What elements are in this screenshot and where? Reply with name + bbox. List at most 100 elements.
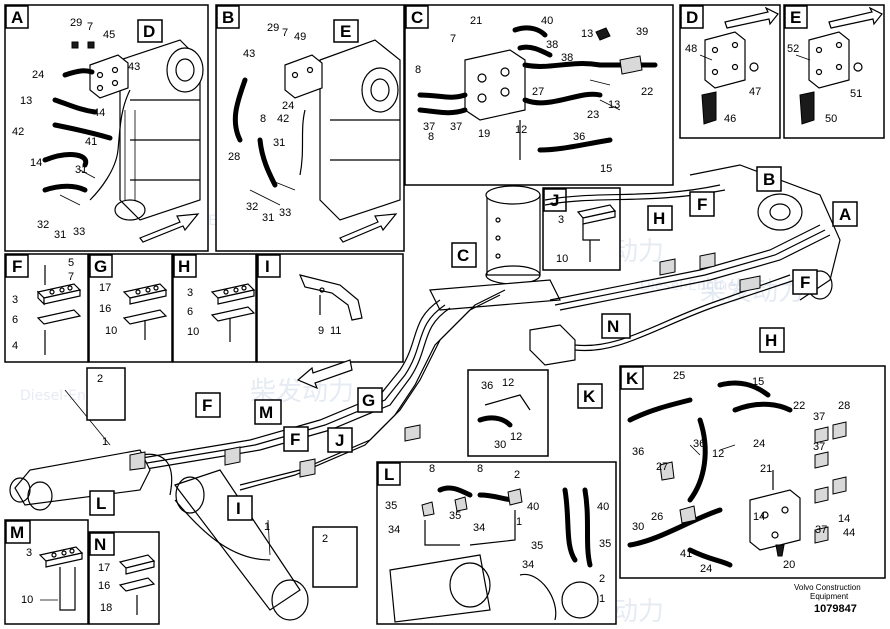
panel-n: N 17 16 18 bbox=[88, 531, 160, 625]
ref-34: 34 bbox=[473, 522, 485, 534]
ref-34: 34 bbox=[388, 524, 400, 536]
ref-13: 13 bbox=[581, 28, 593, 40]
panel-c: C 21 40 7 38 39 13 8 38 37 27 22 23 8 37… bbox=[404, 4, 674, 186]
ref-24: 24 bbox=[282, 100, 294, 112]
ref-44: 44 bbox=[93, 107, 105, 119]
ref-10: 10 bbox=[105, 325, 117, 337]
ref-1: 1 bbox=[599, 593, 605, 605]
ref-38: 38 bbox=[546, 39, 558, 51]
ref-17: 17 bbox=[99, 282, 111, 294]
ref-32: 32 bbox=[246, 201, 258, 213]
ref-1: 1 bbox=[264, 521, 270, 533]
callout-b: B bbox=[763, 170, 775, 189]
callout-f: F bbox=[697, 195, 707, 214]
ref-13: 13 bbox=[608, 99, 620, 111]
ref-36: 36 bbox=[632, 446, 644, 458]
ref-12: 12 bbox=[515, 124, 527, 136]
ref-24: 24 bbox=[753, 438, 765, 450]
ref-32: 32 bbox=[37, 219, 49, 231]
ref-38: 38 bbox=[561, 52, 573, 64]
ref-47: 47 bbox=[749, 86, 761, 98]
panel-k-title: K bbox=[626, 369, 639, 388]
ref-12: 12 bbox=[712, 448, 724, 460]
ref-48: 48 bbox=[685, 43, 697, 55]
ref-8: 8 bbox=[477, 463, 483, 475]
ref-43: 43 bbox=[243, 48, 255, 60]
ref-35: 35 bbox=[599, 538, 611, 550]
ref-9: 9 bbox=[318, 325, 324, 337]
panel-g: G 17 16 10 bbox=[88, 253, 173, 363]
ref-41: 41 bbox=[85, 136, 97, 148]
ref-6: 6 bbox=[12, 314, 18, 326]
ref-28: 28 bbox=[228, 151, 240, 163]
ref-29: 29 bbox=[267, 22, 279, 34]
ref-21: 21 bbox=[470, 15, 482, 27]
ref-3: 3 bbox=[26, 547, 32, 559]
ref-12: 12 bbox=[502, 377, 514, 389]
ref-14: 14 bbox=[753, 511, 765, 523]
brand-line-2: Equipment bbox=[810, 592, 849, 601]
ref-33: 33 bbox=[279, 207, 291, 219]
ref-35: 35 bbox=[385, 500, 397, 512]
ref-31: 31 bbox=[54, 229, 66, 241]
ref-2: 2 bbox=[322, 533, 328, 545]
ref-34: 34 bbox=[522, 559, 534, 571]
ref-12: 12 bbox=[510, 431, 522, 443]
ref-8: 8 bbox=[260, 113, 266, 125]
callout-tags: B A C F H F H N K G F M F J L I bbox=[89, 166, 858, 521]
callout-h: H bbox=[653, 209, 665, 228]
panel-e-title: E bbox=[790, 8, 801, 27]
ref-19: 19 bbox=[478, 128, 490, 140]
ref-37: 37 bbox=[813, 411, 825, 423]
panel-c-title: C bbox=[411, 8, 423, 27]
ref-11: 11 bbox=[330, 325, 341, 337]
ref-6: 6 bbox=[187, 306, 193, 318]
ref-d: D bbox=[143, 22, 155, 41]
footer: Volvo Construction Equipment 1079847 bbox=[794, 583, 861, 615]
ref-27: 27 bbox=[656, 461, 668, 473]
ref-7: 7 bbox=[450, 33, 456, 45]
watermark-text: Diesel-Engine bbox=[640, 278, 736, 294]
ref-50: 50 bbox=[825, 113, 837, 125]
panel-f-title: F bbox=[12, 257, 22, 276]
panel-j-title: J bbox=[550, 191, 559, 210]
panel-m-title: M bbox=[10, 523, 24, 542]
panel-g-title: G bbox=[94, 257, 107, 276]
ref-29: 29 bbox=[70, 17, 82, 29]
ref-8: 8 bbox=[429, 463, 435, 475]
callout-h: H bbox=[765, 331, 777, 350]
ref-24: 24 bbox=[700, 563, 712, 575]
ref-41: 41 bbox=[680, 548, 692, 560]
ref-22: 22 bbox=[793, 400, 805, 412]
ref-3: 3 bbox=[558, 214, 564, 226]
ref-44: 44 bbox=[843, 527, 855, 539]
ref-20: 20 bbox=[783, 559, 795, 571]
ref-42: 42 bbox=[277, 113, 289, 125]
ref-51: 51 bbox=[850, 88, 862, 100]
ref-37: 37 bbox=[815, 524, 827, 536]
ref-8: 8 bbox=[428, 131, 434, 143]
callout-i: I bbox=[236, 499, 241, 518]
callout-g: G bbox=[362, 391, 375, 410]
ref-21: 21 bbox=[760, 463, 772, 475]
ref-7: 7 bbox=[87, 21, 93, 33]
ref-36: 36 bbox=[573, 131, 585, 143]
ref-7: 7 bbox=[282, 27, 288, 39]
ref-31: 31 bbox=[262, 212, 274, 224]
ref-7: 7 bbox=[68, 271, 74, 283]
ref-1: 1 bbox=[102, 436, 108, 448]
ref-3: 3 bbox=[187, 287, 193, 299]
main-assembly: 2 1 1 2 36 12 30 12 bbox=[9, 164, 841, 621]
ref-27: 27 bbox=[532, 86, 544, 98]
ref-46: 46 bbox=[724, 113, 736, 125]
ref-31: 31 bbox=[75, 164, 87, 176]
ref-10: 10 bbox=[556, 253, 568, 265]
ref-35: 35 bbox=[531, 540, 543, 552]
ref-14: 14 bbox=[838, 513, 850, 525]
ref-22: 22 bbox=[641, 86, 653, 98]
panel-k: K 25 15 22 37 28 36 24 12 21 37 27 26 bbox=[619, 365, 886, 579]
panel-b-title: B bbox=[222, 8, 234, 27]
panel-i-title: I bbox=[265, 257, 270, 276]
panel-i: I 9 11 bbox=[256, 253, 404, 363]
ref-40: 40 bbox=[527, 501, 539, 513]
